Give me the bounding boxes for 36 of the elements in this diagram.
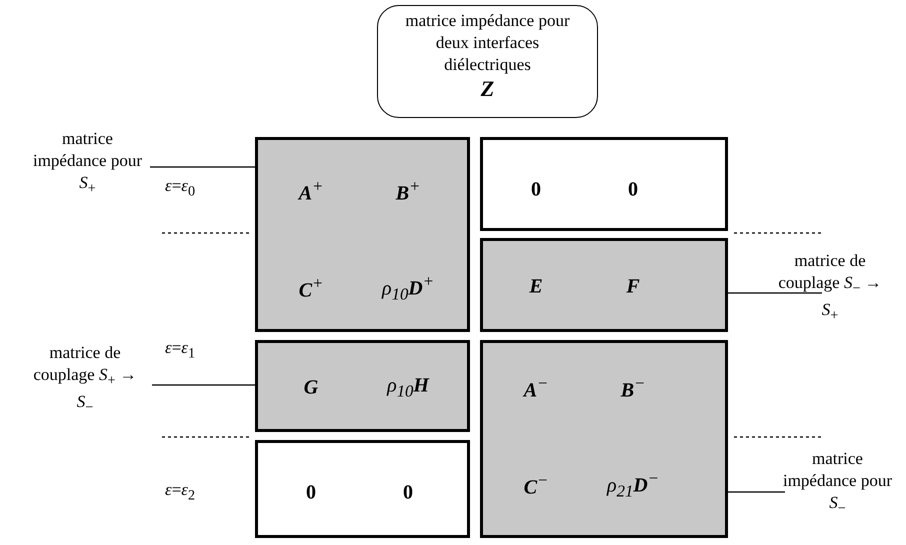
matrix-entry: B$^{−}$ bbox=[620, 374, 646, 402]
matrix-block bbox=[480, 340, 728, 538]
title-box bbox=[377, 5, 598, 118]
permittivity-label: ε=ε$_{0}$ bbox=[165, 176, 196, 200]
annotation-label: matrice impédance pour S$_{+}$ bbox=[30, 128, 145, 200]
annotation-label: matrice de couplage S$_{+}$ → S$_{−}$ bbox=[25, 342, 145, 419]
matrix-entry: 0 bbox=[403, 482, 413, 504]
matrix-block bbox=[255, 440, 470, 538]
matrix-symbol: Z bbox=[480, 76, 494, 102]
matrix-block bbox=[255, 340, 470, 432]
matrix-entry: A$^{−}$ bbox=[524, 374, 548, 402]
annotation-label: matrice de couplage S$_{−}$ → S$_{+}$ bbox=[770, 250, 890, 327]
leader-line bbox=[150, 166, 255, 168]
matrix-entry: ρ$_{21}$D$^{−}$ bbox=[607, 468, 659, 502]
annotation-label: matrice impédance pour S$_{−}$ bbox=[780, 448, 895, 520]
matrix-entry: C$^{+}$ bbox=[298, 274, 324, 302]
matrix-entry: B$^{+}$ bbox=[396, 176, 420, 206]
matrix-entry: ρ$_{10}$H bbox=[387, 374, 429, 402]
matrix-block bbox=[480, 238, 728, 332]
matrix-entry: 0 bbox=[628, 178, 638, 202]
matrix-entry: E bbox=[529, 276, 543, 298]
matrix-entry: G bbox=[304, 376, 318, 400]
matrix-entry: 0 bbox=[306, 482, 316, 504]
leader-line bbox=[728, 491, 785, 493]
matrix-entry: 0 bbox=[531, 178, 541, 202]
permittivity-label: ε=ε$_{1}$ bbox=[165, 338, 196, 362]
matrix-entry: F bbox=[626, 276, 640, 298]
title-text: matrice impédance pour deux interfaces diélectriques bbox=[404, 10, 571, 76]
matrix-block bbox=[480, 137, 728, 231]
matrix-block bbox=[255, 137, 470, 332]
leader-line bbox=[152, 384, 255, 386]
leader-line bbox=[728, 292, 822, 294]
matrix-entry: C$^{−}$ bbox=[524, 470, 548, 500]
matrix-entry: ρ$_{10}$D$^{+}$ bbox=[382, 272, 434, 304]
matrix-entry: A$^{+}$ bbox=[298, 176, 324, 206]
permittivity-label: ε=ε$_{2}$ bbox=[165, 480, 196, 504]
